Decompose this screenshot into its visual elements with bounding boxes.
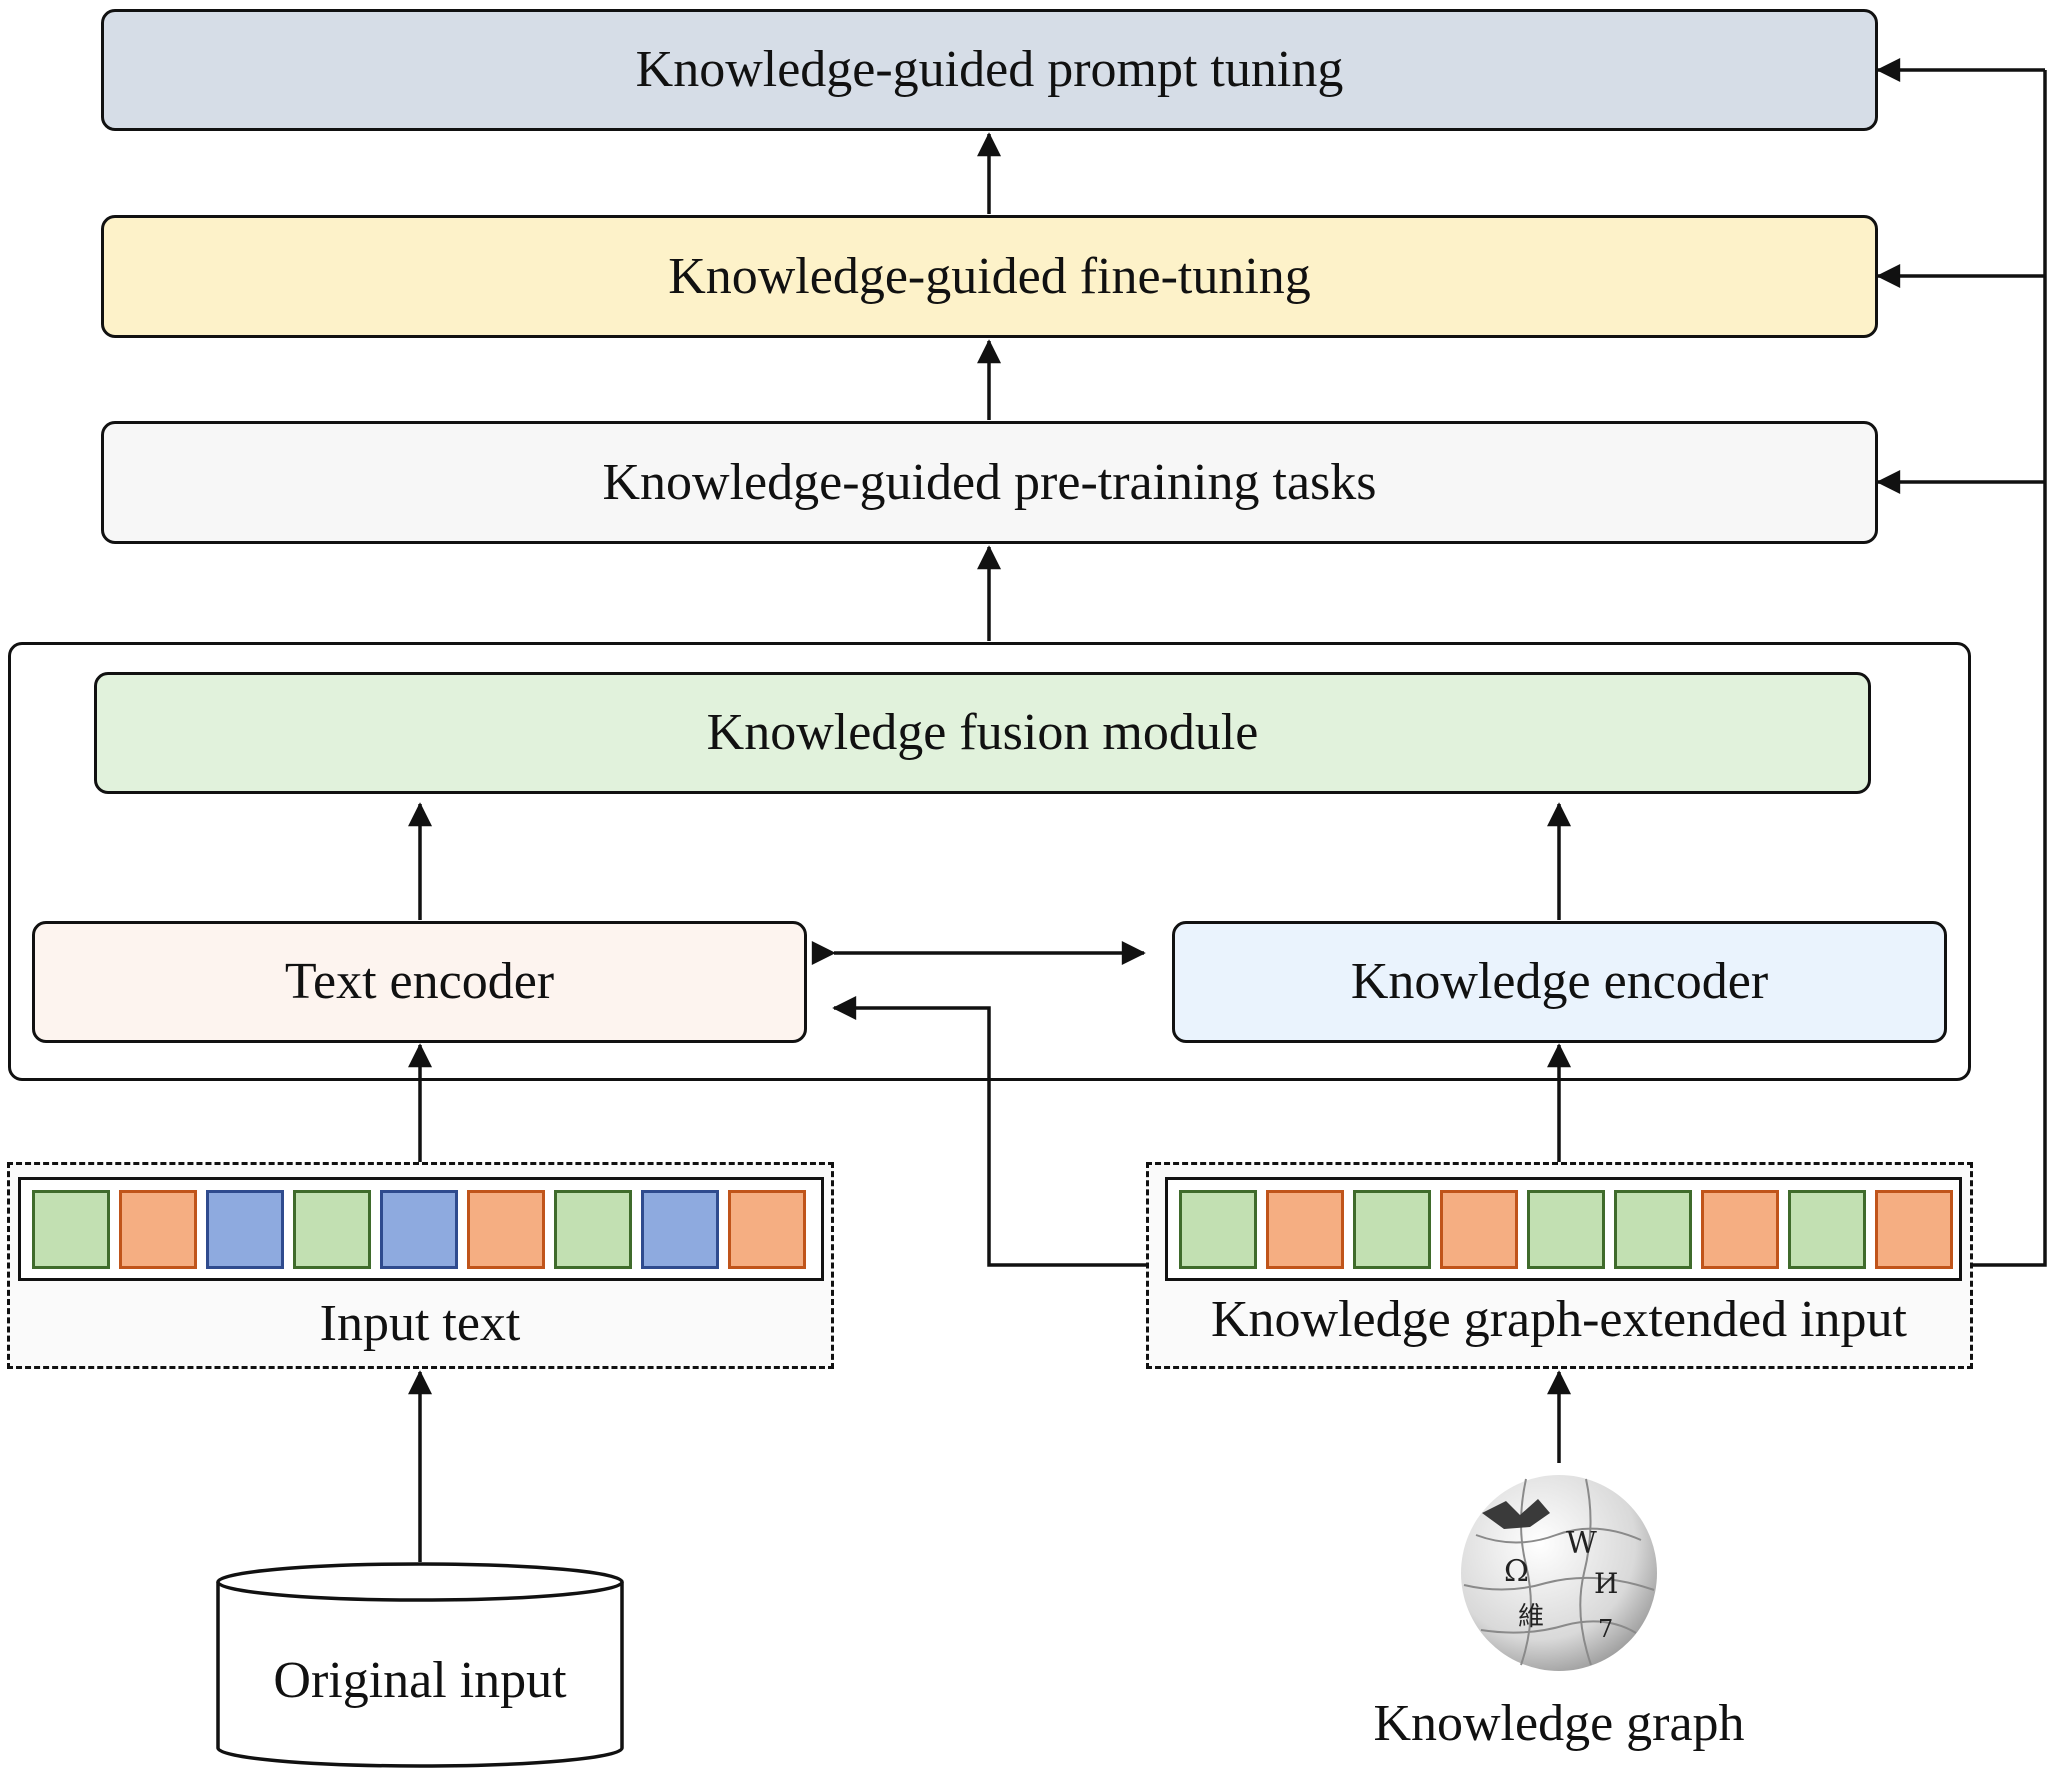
input-text-token-green xyxy=(293,1190,371,1269)
input-text-sequence xyxy=(18,1177,824,1281)
input-text-token-orange xyxy=(467,1190,545,1269)
prompt-tuning-label: Knowledge-guided prompt tuning xyxy=(635,41,1344,98)
arrow-kg-input-to-text-encoder xyxy=(832,995,1146,1267)
original-input-cylinder xyxy=(216,1562,624,1768)
knowledge-encoder-label: Knowledge encoder xyxy=(1350,953,1769,1010)
kg-input-token-green xyxy=(1788,1190,1866,1269)
fine-tuning-box: Knowledge-guided fine-tuning xyxy=(101,215,1878,338)
kg-input-token-orange xyxy=(1266,1190,1344,1269)
kg-input-token-green xyxy=(1527,1190,1605,1269)
kg-input-token-orange xyxy=(1440,1190,1518,1269)
logo-glyph-seven: 7 xyxy=(1598,1615,1613,1643)
input-text-token-orange xyxy=(728,1190,806,1269)
pretraining-label: Knowledge-guided pre-training tasks xyxy=(602,453,1377,511)
text-encoder-box: Text encoder xyxy=(32,921,807,1043)
fusion-module-box: Knowledge fusion module xyxy=(94,672,1871,794)
wikipedia-globe-icon: W Ω И 維 7 xyxy=(1461,1475,1657,1671)
fusion-module-label: Knowledge fusion module xyxy=(706,704,1259,761)
logo-glyph-i: И xyxy=(1594,1567,1618,1600)
kg-input-token-green xyxy=(1179,1190,1257,1269)
kg-input-token-orange xyxy=(1875,1190,1953,1269)
input-text-token-blue xyxy=(206,1190,284,1269)
original-input-label: Original input xyxy=(273,1652,567,1709)
kg-input-token-green xyxy=(1353,1190,1431,1269)
text-encoder-label: Text encoder xyxy=(284,953,555,1010)
logo-glyph-w: W xyxy=(1566,1526,1597,1561)
input-text-token-blue xyxy=(380,1190,458,1269)
kg-input-token-green xyxy=(1614,1190,1692,1269)
input-text-token-green xyxy=(32,1190,110,1269)
input-text-label: Input text xyxy=(319,1295,521,1352)
model-frame xyxy=(8,642,1971,1081)
input-text-token-orange xyxy=(119,1190,197,1269)
knowledge-graph-label: Knowledge graph xyxy=(1373,1695,1745,1752)
input-text-token-blue xyxy=(641,1190,719,1269)
logo-glyph-omega: Ω xyxy=(1504,1554,1529,1589)
prompt-tuning-box: Knowledge-guided prompt tuning xyxy=(101,9,1878,131)
fine-tuning-label: Knowledge-guided fine-tuning xyxy=(668,247,1311,305)
logo-glyph-wei: 維 xyxy=(1518,1602,1544,1632)
kg-input-token-orange xyxy=(1701,1190,1779,1269)
knowledge-encoder-box: Knowledge encoder xyxy=(1172,921,1947,1043)
kg-input-label: Knowledge graph-extended input xyxy=(1210,1291,1908,1348)
pretraining-box: Knowledge-guided pre-training tasks xyxy=(101,421,1878,544)
feedback-bus xyxy=(1962,70,2047,1267)
kg-input-sequence xyxy=(1165,1177,1962,1281)
input-text-token-green xyxy=(554,1190,632,1269)
